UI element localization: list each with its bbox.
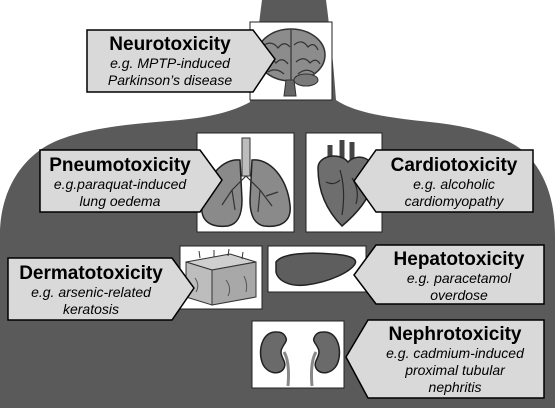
cardio-desc-line1: e.g. alcoholic — [413, 176, 495, 192]
pneumo-title: Pneumotoxicity — [49, 155, 191, 176]
nephro-callout-box — [345, 319, 545, 399]
nephro-title: Nephrotoxicity — [388, 324, 522, 345]
pneumo-callout-box — [39, 149, 223, 213]
pneumo-desc-line2: lung oedema — [79, 193, 161, 209]
neuro-desc-line1: e.g. MPTP-induced — [110, 55, 230, 71]
hepato-label: Hepatotoxicity e.g. paracetamol overdose — [376, 249, 542, 304]
cardio-desc-line2: cardiomyopathy — [404, 193, 504, 209]
nephro-desc-line1: e.g. cadmium-induced — [386, 345, 524, 361]
cardio-label: Cardiotoxicity e.g. alcoholic cardiomyop… — [376, 155, 532, 210]
brain-icon — [249, 21, 333, 101]
kidneys-icon — [251, 320, 345, 389]
dermato-desc-line2: keratosis — [62, 301, 120, 317]
nephro-label: Nephrotoxicity e.g. cadmium-induced prox… — [368, 324, 542, 396]
dermato-callout-box — [7, 257, 195, 321]
neuro-label: Neurotoxicity e.g. MPTP-induced Parkinso… — [90, 34, 250, 89]
hepato-desc-line1: e.g. paracetamol — [406, 270, 512, 286]
dermato-label: Dermatotoxicity e.g. arsenic-related ker… — [10, 263, 172, 318]
pneumo-desc-line1: e.g.paraquat-induced — [53, 176, 187, 192]
hepato-callout-box — [353, 244, 545, 305]
liver-icon — [267, 245, 367, 293]
hepato-desc-line2: overdose — [430, 287, 488, 303]
cardio-title: Cardiotoxicity — [390, 155, 518, 176]
neuro-callout-box — [86, 29, 276, 93]
dermato-desc-line1: e.g. arsenic-related — [31, 284, 151, 300]
dermato-title: Dermatotoxicity — [19, 263, 163, 284]
nephro-desc-line3: nephritis — [428, 379, 482, 395]
pneumo-label: Pneumotoxicity e.g.paraquat-induced lung… — [42, 155, 198, 210]
neuro-title: Neurotoxicity — [109, 34, 231, 55]
cardio-callout-box — [353, 149, 534, 213]
skin-icon — [179, 245, 263, 310]
nephro-desc-line2: proximal tubular — [405, 362, 505, 378]
hepato-title: Hepatotoxicity — [393, 249, 525, 270]
neuro-desc-line2: Parkinson’s disease — [107, 72, 233, 88]
